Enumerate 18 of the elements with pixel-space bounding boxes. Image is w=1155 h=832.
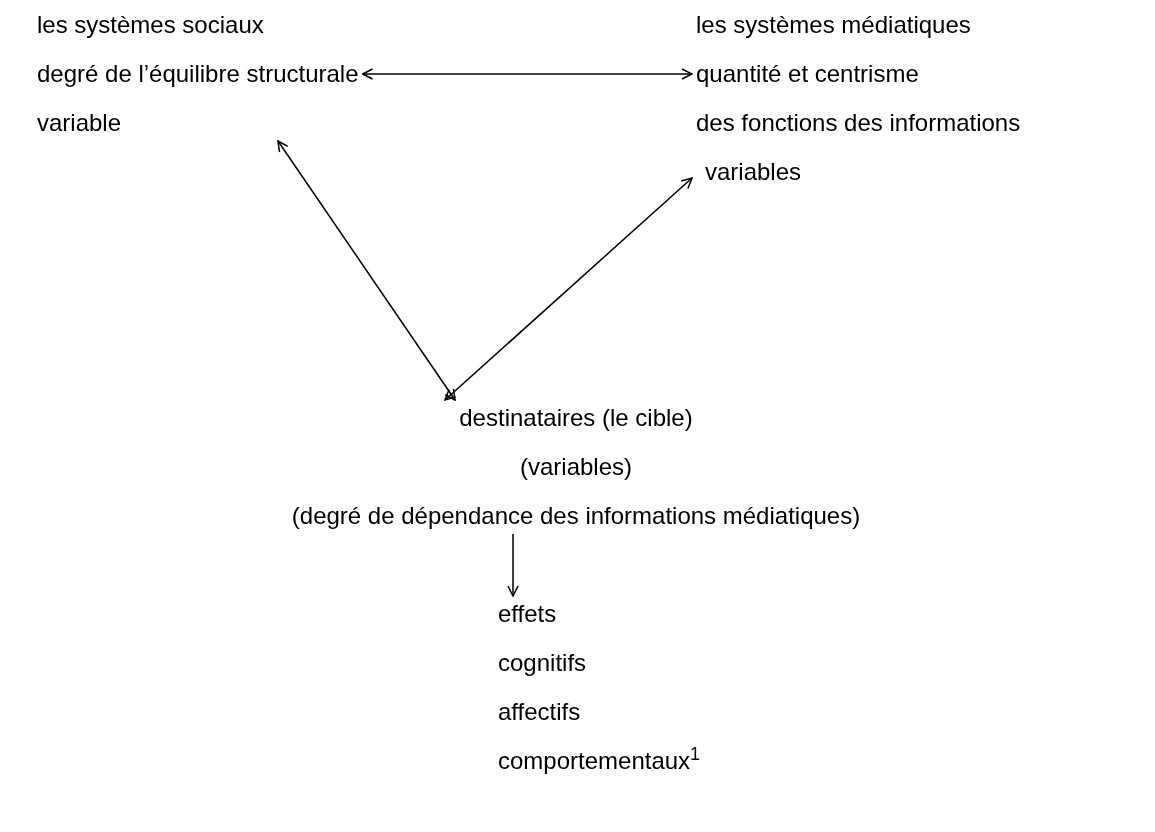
node-text: des fonctions des informations xyxy=(696,109,1021,137)
node-text: variable xyxy=(37,109,122,137)
node-text: les systèmes sociaux xyxy=(37,11,264,39)
arrow xyxy=(361,68,693,80)
node-text: (degré de dépendance des informations médiatiques) xyxy=(291,502,861,530)
arrow xyxy=(277,140,456,401)
node-text: comportementaux$^{1}$ xyxy=(498,747,701,775)
node-text: cognitifs xyxy=(498,649,587,677)
arrow xyxy=(507,533,519,597)
node-text: les systèmes médiatiques xyxy=(696,11,971,39)
arrow xyxy=(444,177,693,401)
node-text: quantité et centrisme xyxy=(696,60,919,88)
node-text: degré de l’équilibre structurale xyxy=(37,60,359,88)
node-text: (variables) xyxy=(520,453,632,481)
node-text: variables xyxy=(705,158,802,186)
node-text: effets xyxy=(498,600,557,628)
node-text: affectifs xyxy=(498,698,581,726)
node-text: destinataires (le cible) xyxy=(459,404,693,432)
